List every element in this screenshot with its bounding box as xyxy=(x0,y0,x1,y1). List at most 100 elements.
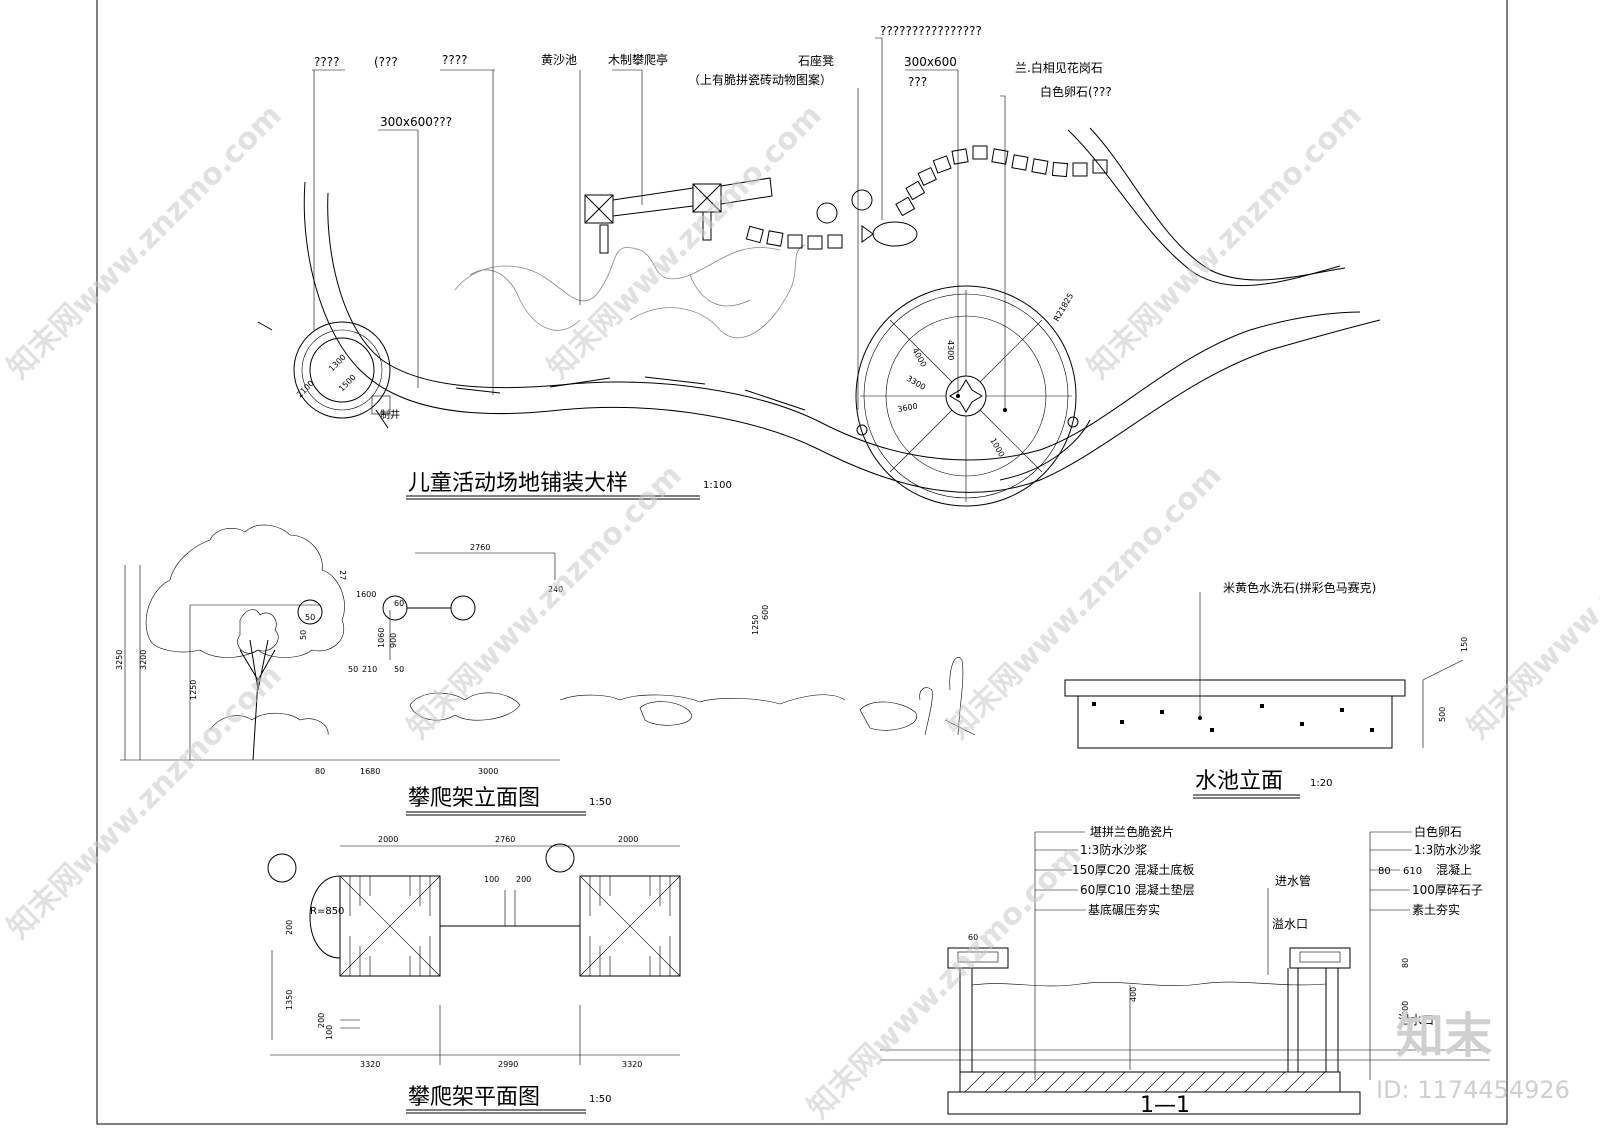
pool-coping xyxy=(1064,679,1406,697)
dim-1250: 1250 xyxy=(189,680,198,700)
sand-wave-c xyxy=(629,244,806,339)
dim-2760: 2760 xyxy=(470,543,490,552)
pool-elevation: 米黄色水洗石(拼彩色马赛克) 150 500 水池立面 1:20 xyxy=(1064,580,1469,799)
sand-wave-b xyxy=(469,269,581,331)
dim-4000: 4000 xyxy=(910,347,928,369)
dim-210: 210 xyxy=(362,665,377,674)
label-pavilion: 木制攀爬亭 xyxy=(608,52,668,67)
watermark-text: 知末网www.znzmo.com xyxy=(1461,458,1600,746)
site-plan-scale: 1:100 xyxy=(703,480,732,491)
dim-80: 80 xyxy=(1401,958,1410,968)
tree-trunk xyxy=(239,639,276,761)
stepping-stones xyxy=(745,145,1108,250)
label-a: ???? xyxy=(314,55,339,69)
dim-60: 60 xyxy=(394,599,404,608)
label-granite: 兰.白相见花岗石 xyxy=(1015,60,1103,75)
pool-texture xyxy=(1092,702,1374,732)
sand-wave-a xyxy=(454,247,781,302)
dim-r21825: R21825 xyxy=(1052,292,1075,323)
pool-elev-title: 水池立面 xyxy=(1195,769,1283,794)
inlet-label: 进水管 xyxy=(1275,873,1311,888)
id-watermark: ID: 1174454926 xyxy=(1376,1076,1570,1104)
dim-50d: 50 xyxy=(299,630,308,640)
slab-hatch xyxy=(964,1071,1326,1093)
plan-ring-a xyxy=(267,853,297,883)
climb-plan-scale: 1:50 xyxy=(589,1094,611,1105)
leader-dot xyxy=(1003,408,1007,412)
label-long: ???????????????? xyxy=(880,24,982,38)
leader-lines xyxy=(312,37,1006,410)
paver xyxy=(455,387,501,394)
dim-27: 27 xyxy=(338,570,347,580)
round-pit-inner xyxy=(309,337,375,403)
sec-right-7: 素土夯实 xyxy=(1412,902,1460,917)
sheet-border xyxy=(96,0,1508,1125)
stone-seat-a xyxy=(816,202,838,224)
leader-dot xyxy=(1198,716,1202,720)
watermark-text: 知末网www.znzmo.com xyxy=(1,658,289,946)
climb-elev-scale: 1:50 xyxy=(589,797,611,808)
dim-3320b: 3320 xyxy=(622,1060,642,1069)
watermark-text: 知末网www.znzmo.com xyxy=(1081,98,1369,386)
section-mark-b xyxy=(375,409,389,429)
ground-shrubs xyxy=(409,692,918,731)
site-plan-title: 儿童活动场地铺装大样 xyxy=(408,471,628,496)
well-box xyxy=(371,395,391,415)
tree-canopy xyxy=(145,524,345,658)
label-sandpit: 黄沙池 xyxy=(541,53,577,67)
cap-inset xyxy=(1299,951,1341,963)
sec-right-1: 白色卵石 xyxy=(1414,824,1462,839)
dim-200: 200 xyxy=(516,875,531,884)
ground-shrub xyxy=(209,712,329,736)
dim-1350: 1350 xyxy=(285,990,294,1010)
dim-3000: 3000 xyxy=(478,767,498,776)
cross-line xyxy=(584,194,614,224)
pavilion-box-a xyxy=(584,194,614,224)
label-a2: (??? xyxy=(374,55,398,69)
label-q3: ??? xyxy=(908,75,927,89)
dim-50c: 50 xyxy=(394,665,404,674)
drain-label: 泄水口 xyxy=(1398,1013,1434,1027)
dim-1250b: 1250 xyxy=(751,615,760,635)
climb-ring-a xyxy=(297,599,323,625)
dim-1000: 1000 xyxy=(988,437,1006,459)
pavilion-leg xyxy=(702,211,712,241)
sec-right-3: 80 xyxy=(1378,866,1391,877)
dim-400a: 400 xyxy=(1129,987,1138,1002)
sec-left-1: 堪拼兰色脆瓷片 xyxy=(1090,824,1174,839)
plan-square-b-lines xyxy=(579,875,681,977)
dim-1680: 1680 xyxy=(360,767,380,776)
round-pit-outer xyxy=(293,321,391,419)
path-outer-edge xyxy=(303,181,1381,493)
stone-seat-b xyxy=(851,189,873,211)
dim-50a: 50 xyxy=(305,613,315,622)
watermark-text: 知末网www.znzmo.com xyxy=(401,458,689,746)
wheel-spokes xyxy=(860,290,1072,502)
climb-elev-title: 攀爬架立面图 xyxy=(408,786,540,811)
climb-ring-c xyxy=(450,595,476,621)
site-plan: 1300 1500 2100 制井 xyxy=(257,24,1381,507)
watermark-text: 知末网www.znzmo.com xyxy=(541,98,829,386)
water-surface xyxy=(971,981,1327,987)
dim-4300: 4300 xyxy=(946,340,955,360)
slab-layer xyxy=(959,1071,1341,1093)
section-leaders xyxy=(1034,831,1412,1080)
brand-watermark: 知末 xyxy=(1396,1008,1492,1064)
pavilion-leg xyxy=(599,224,609,254)
wheel-outer xyxy=(855,285,1077,507)
dim-3300: 3300 xyxy=(905,374,927,392)
dim-3200: 3200 xyxy=(139,650,148,670)
dim-2000b: 2000 xyxy=(618,835,638,844)
dim-200b: 200 xyxy=(285,920,294,935)
section-title: 1—1 xyxy=(1140,1093,1190,1118)
fish-tail xyxy=(861,225,874,243)
wall-cap-left xyxy=(947,947,1009,969)
cap-inset xyxy=(957,951,999,963)
dim-80: 80 xyxy=(315,767,325,776)
sec-right-5: 混凝上 xyxy=(1436,862,1472,877)
dim-60: 60 xyxy=(968,933,978,942)
leader-dot xyxy=(956,394,960,398)
pool-note: 米黄色水洗石(拼彩色马赛克) xyxy=(1223,580,1376,595)
fish-seat xyxy=(872,221,918,247)
